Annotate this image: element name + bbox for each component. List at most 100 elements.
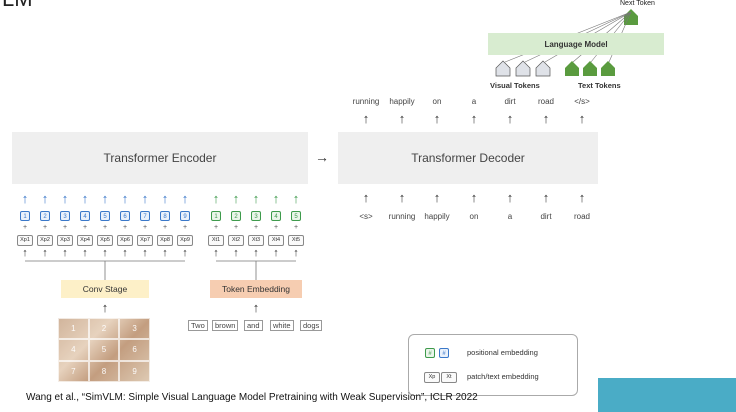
next-token-label: Next Token — [620, 0, 655, 7]
patch-position-embedding: 5 — [100, 211, 110, 221]
lm-token-row — [495, 60, 615, 77]
legend-box: # # positional embedding Xp Xt patch/tex… — [408, 334, 578, 396]
plus-sign: + — [82, 224, 88, 231]
patch-position-embedding: 2 — [40, 211, 50, 221]
token-up-arrow: ↑ — [42, 247, 48, 259]
input-word: Two — [188, 320, 208, 331]
encoder-input-arrow: ↑ — [212, 191, 220, 206]
image-patch: 9 — [119, 360, 150, 382]
patch-position-embedding: 3 — [60, 211, 70, 221]
token-up-arrow: ↑ — [162, 247, 168, 259]
encoder-input-arrow: ↑ — [21, 191, 29, 206]
plus-sign: + — [162, 224, 168, 231]
legend-text-sample: Xt — [441, 372, 457, 383]
encoder-to-decoder-arrow: → — [315, 149, 329, 165]
plus-sign: + — [62, 224, 68, 231]
input-word: and — [244, 320, 263, 331]
encoder-input-arrow: ↑ — [61, 191, 69, 206]
decoder-input-word: dirt — [540, 212, 552, 221]
encoder-input-arrow: ↑ — [141, 191, 149, 206]
text-position-embedding: 1 — [211, 211, 221, 221]
decoder-output-word: a — [471, 97, 477, 106]
encoder-input-arrow: ↑ — [232, 191, 240, 206]
decoder-input-word: a — [507, 212, 513, 221]
patch-token: Xp2 — [37, 235, 53, 246]
decoder-input-word: on — [469, 212, 479, 221]
patch-token: Xp7 — [137, 235, 153, 246]
patch-position-embedding: 8 — [160, 211, 170, 221]
language-model-box: Language Model — [488, 33, 664, 55]
decoder-input-arrow: ↑ — [542, 190, 550, 205]
image-patch: 7 — [58, 360, 89, 382]
accent-block — [598, 378, 736, 412]
plus-sign: + — [42, 224, 48, 231]
patch-position-embedding: 1 — [20, 211, 30, 221]
token-up-arrow: ↑ — [293, 247, 299, 259]
text-position-embedding: 2 — [231, 211, 241, 221]
decoder-input-word: running — [388, 212, 416, 221]
decoder-output-word: road — [537, 97, 554, 106]
decoder-input-word: happily — [424, 212, 450, 221]
token-up-arrow: ↑ — [82, 247, 88, 259]
decoder-output-word: on — [432, 97, 442, 106]
decoder-output-arrow: ↑ — [542, 111, 550, 126]
image-patch: 3 — [119, 318, 150, 340]
citation: Wang et al., “SimVLM: Simple Visual Lang… — [26, 392, 478, 403]
arrow-image-to-conv: ↑ — [101, 300, 109, 315]
decoder-output-arrow: ↑ — [398, 111, 406, 126]
text-tokens-label: Text Tokens — [578, 81, 621, 90]
decoder-output-word: happily — [389, 97, 415, 106]
token-up-arrow: ↑ — [182, 247, 188, 259]
image-patch: 2 — [88, 318, 120, 340]
decoder-output-arrow: ↑ — [362, 111, 370, 126]
plus-sign: + — [102, 224, 108, 231]
decoder-input-arrow: ↑ — [433, 190, 441, 205]
patch-token: Xp1 — [17, 235, 33, 246]
text-position-embedding: 4 — [271, 211, 281, 221]
transformer-decoder: Transformer Decoder — [338, 132, 598, 184]
decoder-input-word: <s> — [359, 212, 373, 221]
decoder-input-arrow: ↑ — [578, 190, 586, 205]
arrow-text-to-embedding: ↑ — [252, 300, 260, 315]
decoder-input-arrow: ↑ — [506, 190, 514, 205]
patch-position-embedding: 4 — [80, 211, 90, 221]
token-up-arrow: ↑ — [233, 247, 239, 259]
text-token: Xt5 — [288, 235, 304, 246]
plus-sign: + — [142, 224, 148, 231]
patch-token: Xp9 — [177, 235, 193, 246]
token-up-arrow: ↑ — [22, 247, 28, 259]
text-token: Xt1 — [208, 235, 224, 246]
plus-sign: + — [122, 224, 128, 231]
image-patch: 8 — [88, 360, 120, 382]
encoder-input-arrow: ↑ — [272, 191, 280, 206]
plus-sign: + — [213, 224, 219, 231]
decoder-output-word: </s> — [574, 97, 590, 106]
encoder-input-arrow: ↑ — [101, 191, 109, 206]
encoder-input-arrow: ↑ — [161, 191, 169, 206]
legend-patch-sample: Xp — [424, 372, 440, 383]
legend-patch-label: patch/text embedding — [467, 372, 539, 381]
patch-position-embedding: 9 — [180, 211, 190, 221]
decoder-input-word: road — [573, 212, 590, 221]
input-word: brown — [212, 320, 239, 331]
encoder-input-arrow: ↑ — [121, 191, 129, 206]
token-up-arrow: ↑ — [253, 247, 259, 259]
patch-token: Xp5 — [97, 235, 113, 246]
image-patch: 5 — [88, 339, 120, 361]
plus-sign: + — [293, 224, 299, 231]
decoder-output-arrow: ↑ — [433, 111, 441, 126]
token-up-arrow: ↑ — [213, 247, 219, 259]
text-position-embedding: 5 — [291, 211, 301, 221]
transformer-encoder: Transformer Encoder — [12, 132, 308, 184]
encoder-input-arrow: ↑ — [292, 191, 300, 206]
token-up-arrow: ↑ — [62, 247, 68, 259]
next-token-icon — [624, 9, 638, 25]
legend-pos-image-sample: # — [439, 348, 449, 358]
text-token: Xt3 — [248, 235, 264, 246]
slide-title: LM — [2, 0, 33, 12]
plus-sign: + — [22, 224, 28, 231]
plus-sign: + — [182, 224, 188, 231]
encoder-input-arrow: ↑ — [252, 191, 260, 206]
